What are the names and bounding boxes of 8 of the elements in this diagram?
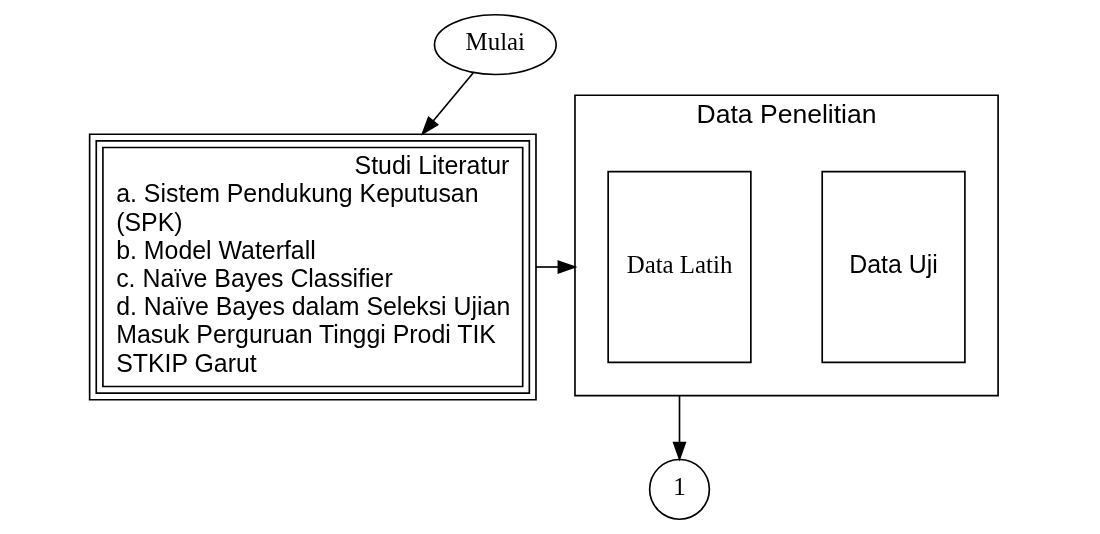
node-box: Studi Literatur a. Sistem Pendukung Keputusan (SPK) b. Model Waterfall c. Naïve Bayes Classifier d. Naïve Bayes dalam Seleksi Ujian Masuk Perguruan Tinggi Prodi TIK STKIP Garut <box>88 133 537 401</box>
node-circle: 1 <box>648 458 710 521</box>
arrow <box>672 394 686 462</box>
node-box: Data Uji <box>820 170 966 364</box>
arrow <box>420 71 474 136</box>
node-box: Data Latih <box>606 170 752 364</box>
node-ellipse: Mulai <box>433 13 557 76</box>
arrow <box>534 260 577 274</box>
